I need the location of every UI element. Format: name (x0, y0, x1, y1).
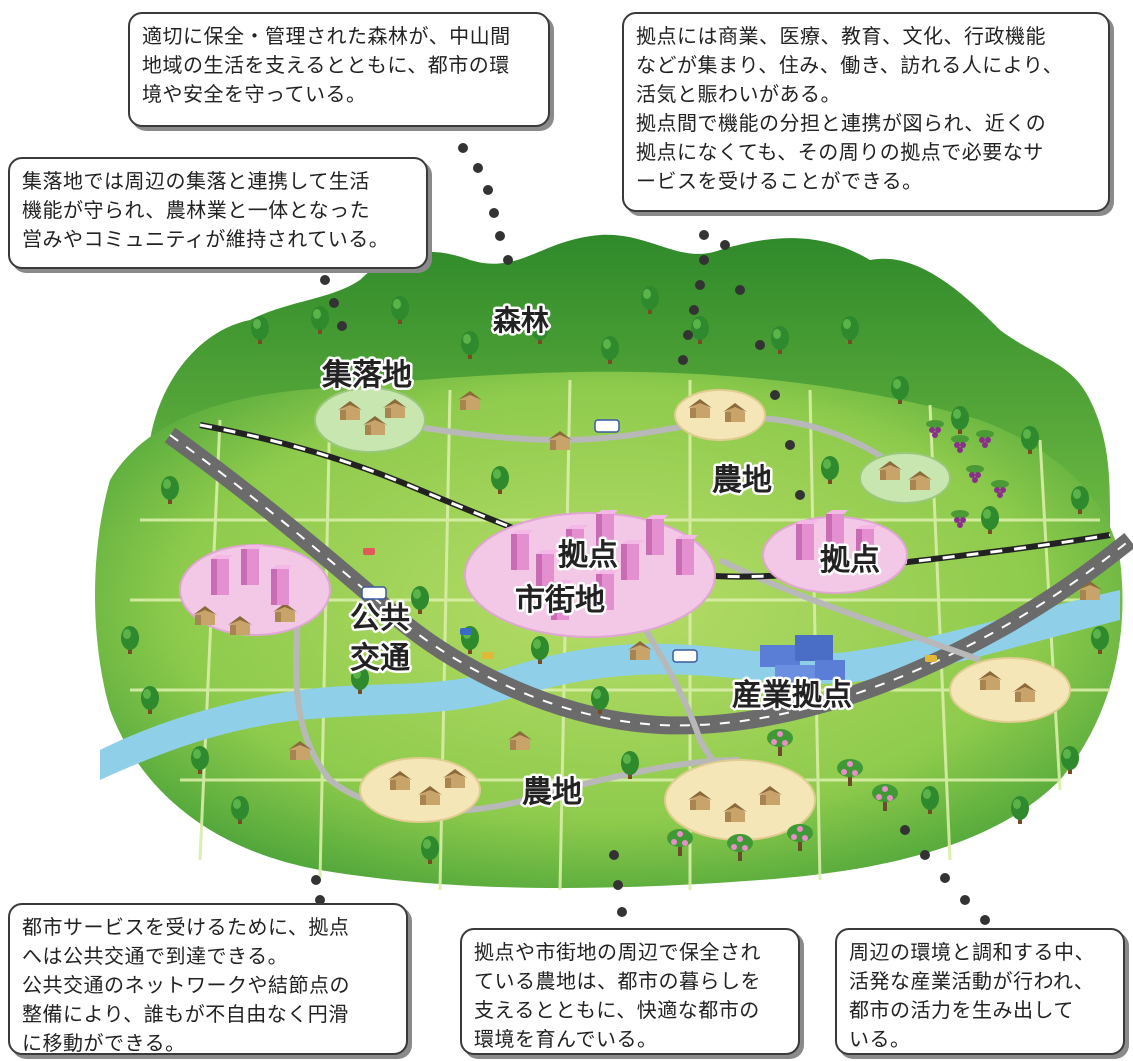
callout-forest: 適切に保全・管理された森林が、中山間 地域の生活を支えるとともに、都市の環 境や… (128, 12, 550, 127)
callout-transit-line: 整備により、誰もが不自由なく円滑 (22, 1002, 349, 1026)
south-village-area (359, 757, 481, 823)
callout-hubs-line: などが集まり、住み、働き、訪れる人により、 (636, 53, 1064, 77)
label-farmland-top: 農地 (712, 463, 772, 498)
callout-hubs-line: ービスを受けることができる。 (636, 169, 923, 193)
label-hub-center: 拠点 (558, 538, 618, 573)
callout-transit-line: 公共交通のネットワークや結節点の (22, 973, 350, 997)
east-village-area (949, 657, 1071, 723)
callout-forest-line: 適切に保全・管理された森林が、中山間 (142, 24, 511, 48)
callout-forest-line: 地域の生活を支えるとともに、都市の環 (142, 53, 510, 77)
callout-farmland-line: ている農地は、都市の暮らしを (474, 969, 761, 993)
callout-transit-line: に移動ができる。 (22, 1031, 186, 1055)
car-icon (363, 548, 937, 662)
callout-industry-line: 都市の活力を生み出して (849, 998, 1074, 1022)
label-village: 集落地 (321, 358, 412, 393)
callout-farmland-line: 環境を育んでいる。 (474, 1027, 658, 1051)
label-farmland-bottom: 農地 (522, 775, 582, 810)
label-urban-area: 市街地 (515, 583, 605, 618)
callout-hubs-line: 拠点には商業、医療、教育、文化、行政機能 (636, 24, 1046, 48)
label-transit-2: 交通 (350, 641, 410, 676)
callout-hubs-line: 活気と賑わいがある。 (636, 82, 841, 106)
callout-industry-line: 活発な産業活動が行われ、 (849, 969, 1095, 993)
label-forest: 森林 (493, 304, 549, 337)
label-transit-1: 公共 (350, 601, 410, 636)
callout-transit: 都市サービスを受けるために、拠点 へは公共交通で到達できる。 公共交通のネットワ… (8, 903, 408, 1055)
north-hub-area (674, 389, 766, 441)
callout-industry: 周辺の環境と調和する中、 活発な産業活動が行われ、 都市の活力を生み出して いる… (835, 928, 1125, 1055)
callout-hubs-line: 拠点間で機能の分担と連携が図られ、近くの (636, 111, 1047, 135)
callout-farmland-line: 拠点や市街地の周辺で保全され (474, 940, 761, 964)
label-industrial-hub: 産業拠点 (732, 678, 852, 713)
callout-village: 集落地では周辺の集落と連携して生活 機能が守られ、農林業と一体となった 営みやコ… (8, 157, 428, 269)
callout-hubs-line: 拠点になくても、その周りの拠点で必要なサ (636, 140, 1044, 164)
label-hub-right: 拠点 (820, 543, 880, 578)
callout-farmland: 拠点や市街地の周辺で保全され ている農地は、都市の暮らしを 支えるとともに、快適… (460, 928, 800, 1055)
callout-industry-line: いる。 (849, 1027, 911, 1051)
callout-forest-line: 境や安全を守っている。 (142, 82, 367, 106)
callout-transit-line: へは公共交通で到達できる。 (22, 944, 289, 968)
callout-village-line: 営みやコミュニティが維持されている。 (22, 227, 390, 251)
factory-icon (760, 635, 845, 683)
callout-village-line: 集落地では周辺の集落と連携して生活 (22, 169, 370, 193)
bus-icon (361, 419, 698, 663)
callout-transit-line: 都市サービスを受けるために、拠点 (22, 915, 350, 939)
callout-village-line: 機能が守られ、農林業と一体となった (22, 198, 371, 222)
northeast-village-area (859, 452, 951, 504)
callout-farmland-line: 支えるとともに、快適な都市の (474, 998, 760, 1022)
callout-hubs: 拠点には商業、医療、教育、文化、行政機能 などが集まり、住み、働き、訪れる人によ… (622, 12, 1110, 212)
callout-industry-line: 周辺の環境と調和する中、 (849, 940, 1095, 964)
leader-dots (311, 143, 990, 925)
